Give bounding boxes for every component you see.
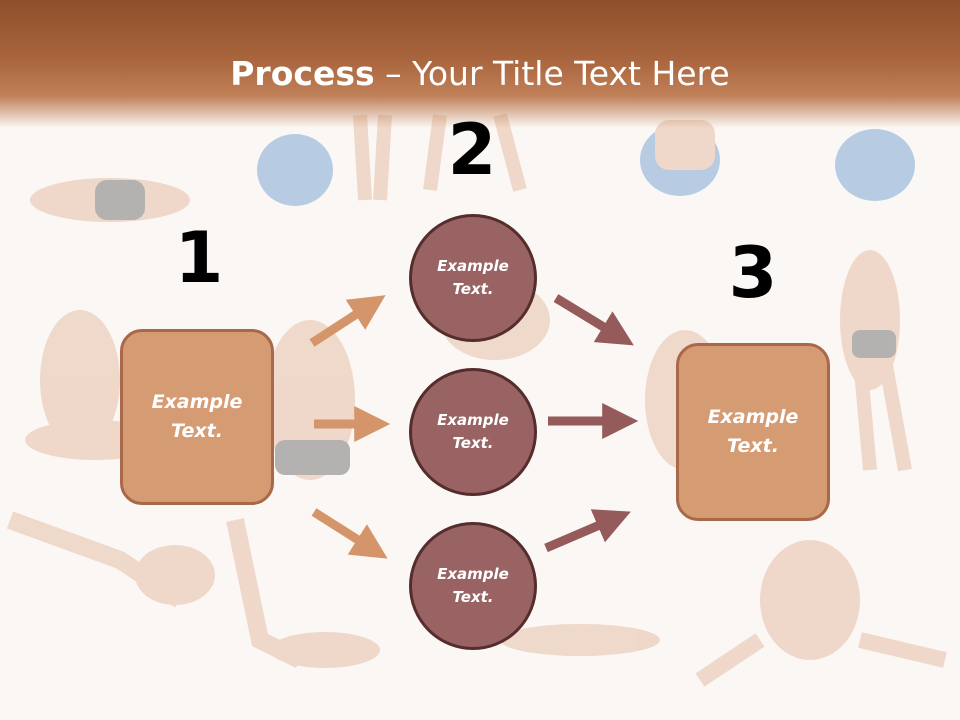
step-number-3: 3 — [728, 232, 778, 314]
slide-title: Process – Your Title Text Here — [0, 52, 960, 96]
right-box-line2: Text. — [727, 435, 779, 457]
circle-top-line2: Text. — [452, 280, 494, 298]
right-box: Example Text. — [676, 343, 830, 521]
title-bar — [0, 0, 960, 128]
step-number-2: 2 — [447, 109, 497, 191]
arrow-circle-top-to-right — [553, 294, 634, 346]
figure-shape — [852, 330, 896, 358]
figure-shape — [655, 120, 715, 170]
figure-shape — [265, 320, 355, 480]
circle-middle: Example Text. — [409, 368, 537, 496]
figure-shape — [695, 632, 947, 687]
circle-top-line1: Example — [437, 257, 509, 275]
figure-shape — [353, 114, 392, 201]
arrow-circle-bottom-to-right — [544, 509, 631, 553]
title-bold: Process — [230, 54, 375, 93]
figure-shape — [760, 540, 860, 660]
exercise-ball-shape — [835, 129, 915, 201]
figure-shape — [226, 518, 305, 669]
circle-bottom-line1: Example — [437, 565, 509, 583]
left-box-line2: Text. — [171, 420, 223, 442]
arrow-left-to-circle-top — [309, 295, 386, 347]
left-box-line1: Example — [151, 391, 243, 413]
exercise-ball-shape — [640, 124, 720, 196]
figure-shape — [853, 358, 912, 472]
circle-top: Example Text. — [409, 214, 537, 342]
figure-shape — [6, 511, 185, 608]
figure-shape — [30, 178, 190, 222]
figure-shape — [840, 250, 900, 390]
circle-bottom-line2: Text. — [452, 588, 494, 606]
circle-bottom: Example Text. — [409, 522, 537, 650]
figure-shape — [135, 545, 215, 605]
figure-shape — [40, 310, 120, 450]
title-rest: – Your Title Text Here — [374, 54, 730, 93]
step-number-1: 1 — [174, 217, 224, 299]
arrow-left-to-circle-bottom — [311, 508, 388, 559]
figure-shape — [275, 440, 350, 475]
right-box-line1: Example — [707, 406, 799, 428]
left-box: Example Text. — [120, 329, 274, 505]
figure-shape — [270, 632, 380, 668]
figure-shape — [95, 180, 145, 220]
exercise-ball-shape — [257, 134, 333, 206]
circle-middle-line1: Example — [437, 411, 509, 429]
circle-middle-line2: Text. — [452, 434, 494, 452]
figure-shape — [500, 624, 660, 656]
